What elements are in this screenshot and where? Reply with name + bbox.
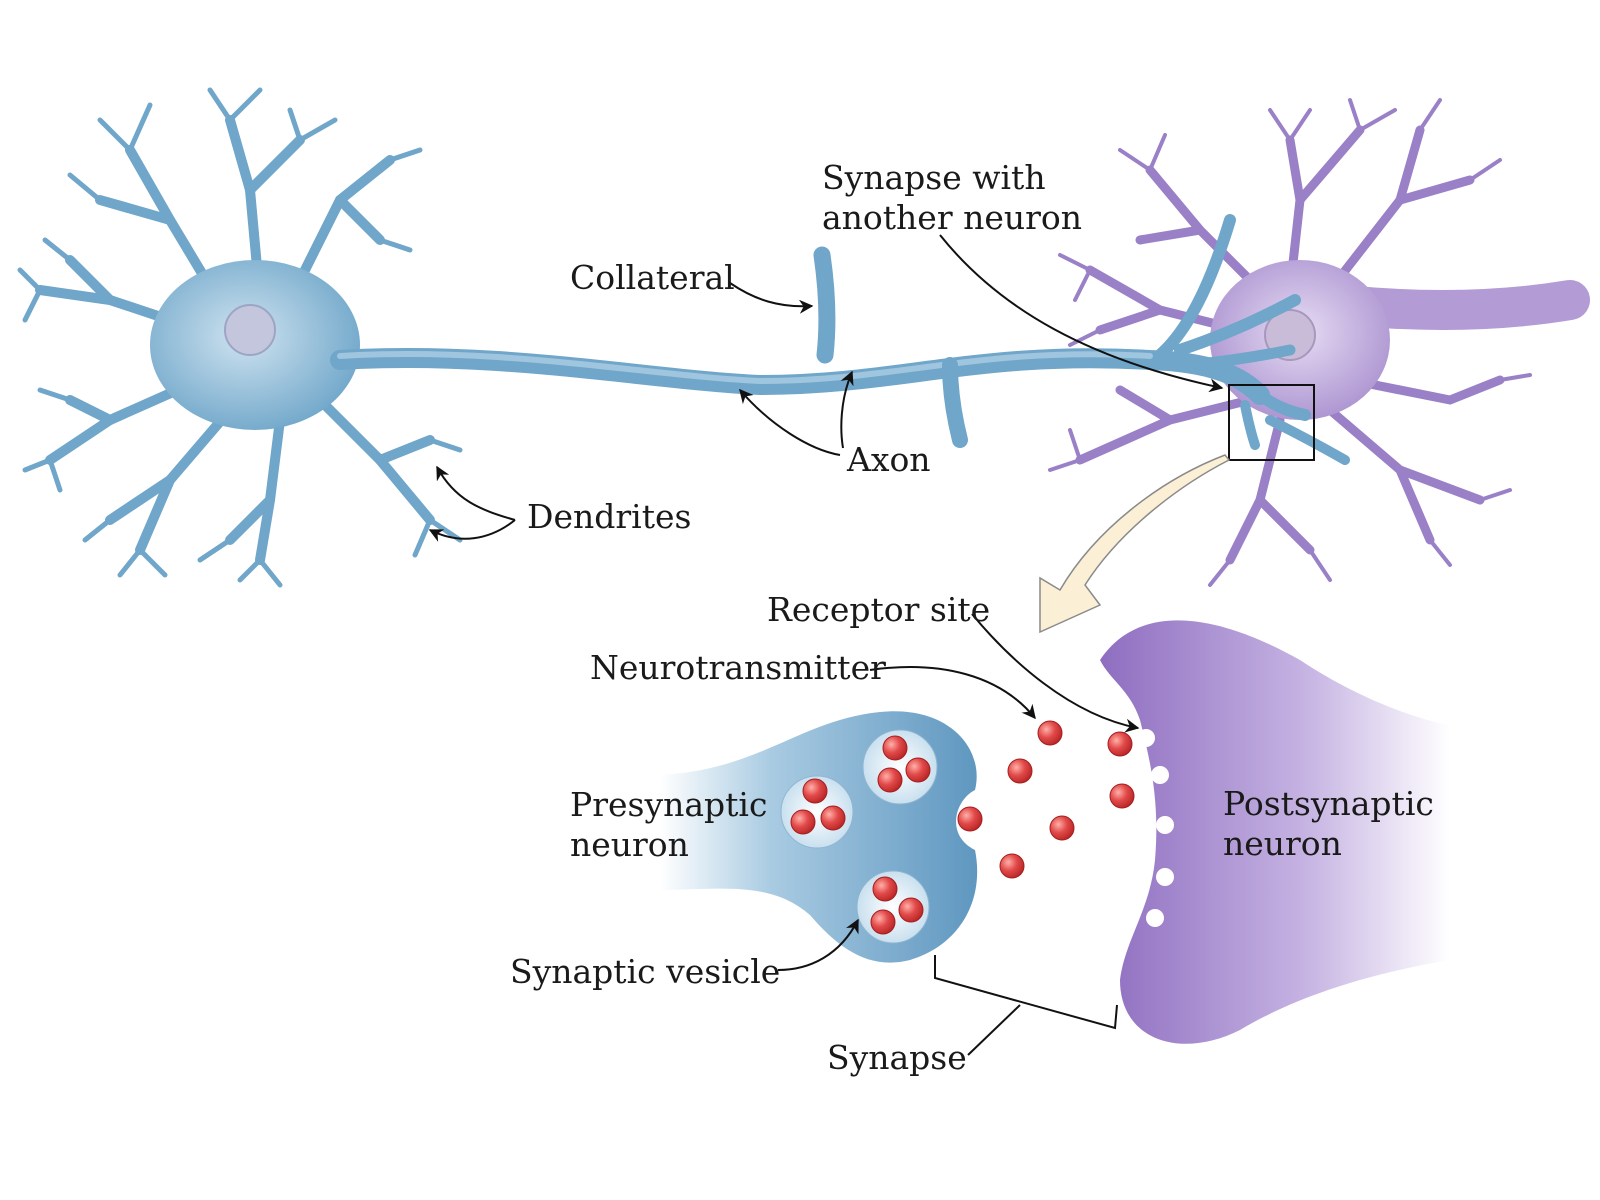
neurotransmitter-dot	[1109, 783, 1135, 809]
collateral-arrow	[729, 282, 814, 314]
presynaptic-nucleus	[224, 304, 276, 356]
dendrites-arrow-upper	[436, 465, 516, 521]
synapse-bracket	[934, 955, 1118, 1030]
axon-arrow-left	[739, 388, 841, 456]
neurotransmitter-dot	[905, 757, 931, 783]
label-presynaptic-neuron: Presynaptic neuron	[570, 785, 767, 865]
zoom-box	[1228, 384, 1315, 461]
neurotransmitter-dot	[1037, 720, 1063, 746]
receptor-site	[1151, 766, 1169, 784]
dendrites-arrow-lower	[428, 519, 516, 542]
label-presynaptic-line1: Presynaptic	[570, 785, 768, 824]
neurotransmitter-dot	[999, 853, 1025, 879]
synapse-leader	[967, 1004, 1021, 1056]
zoom-arrow	[1039, 454, 1231, 634]
receptor-site	[1156, 816, 1174, 834]
neurotransmitter-dot	[877, 767, 903, 793]
leader-arrows	[428, 234, 1224, 971]
receptor-site	[1146, 909, 1164, 927]
label-collateral: Collateral	[570, 258, 735, 297]
label-postsynaptic-neuron: Postsynaptic neuron	[1223, 784, 1434, 864]
label-axon: Axon	[847, 440, 931, 479]
receptor-sites	[1137, 729, 1174, 927]
synaptic-vesicle-arrow	[777, 918, 859, 971]
axon-arrow-right	[840, 370, 854, 449]
label-neurotransmitter: Neurotransmitter	[590, 648, 886, 687]
neurotransmitter-arrow	[869, 666, 1036, 720]
label-postsynaptic-line1: Postsynaptic	[1223, 784, 1434, 823]
neurotransmitter-dot	[872, 876, 898, 902]
neurotransmitter-dot	[802, 778, 828, 804]
neurotransmitter-dot	[1049, 815, 1075, 841]
axon-shape	[330, 214, 1350, 465]
neurotransmitter-dot	[820, 805, 846, 831]
receptor-site	[1137, 729, 1155, 747]
neurotransmitter-dot	[1107, 731, 1133, 757]
neurotransmitter-molecules	[790, 720, 1135, 935]
receptor-site-arrow	[971, 613, 1140, 733]
label-synapse-with-line1: Synapse with	[822, 158, 1046, 197]
synapse-with-arrow	[939, 234, 1224, 393]
postsynaptic-terminal	[1100, 620, 1450, 1044]
label-synapse: Synapse	[827, 1038, 967, 1077]
label-synapse-with-another-neuron: Synapse with another neuron	[822, 158, 1082, 238]
neurotransmitter-dot	[790, 809, 816, 835]
receptor-site	[1156, 868, 1174, 886]
postsynaptic-neuron-cell	[1048, 98, 1590, 587]
label-synapse-with-line2: another neuron	[822, 198, 1083, 237]
label-postsynaptic-line2: neuron	[1223, 824, 1342, 863]
neurotransmitter-dot	[898, 897, 924, 923]
label-receptor-site: Receptor site	[767, 590, 991, 629]
neurotransmitter-dot	[882, 735, 908, 761]
label-synaptic-vesicle: Synaptic vesicle	[510, 952, 781, 991]
neurotransmitter-dot	[957, 806, 983, 832]
label-dendrites: Dendrites	[527, 497, 692, 536]
neurotransmitter-dot	[870, 909, 896, 935]
neurotransmitter-dot	[1007, 758, 1033, 784]
label-presynaptic-line2: neuron	[570, 825, 689, 864]
